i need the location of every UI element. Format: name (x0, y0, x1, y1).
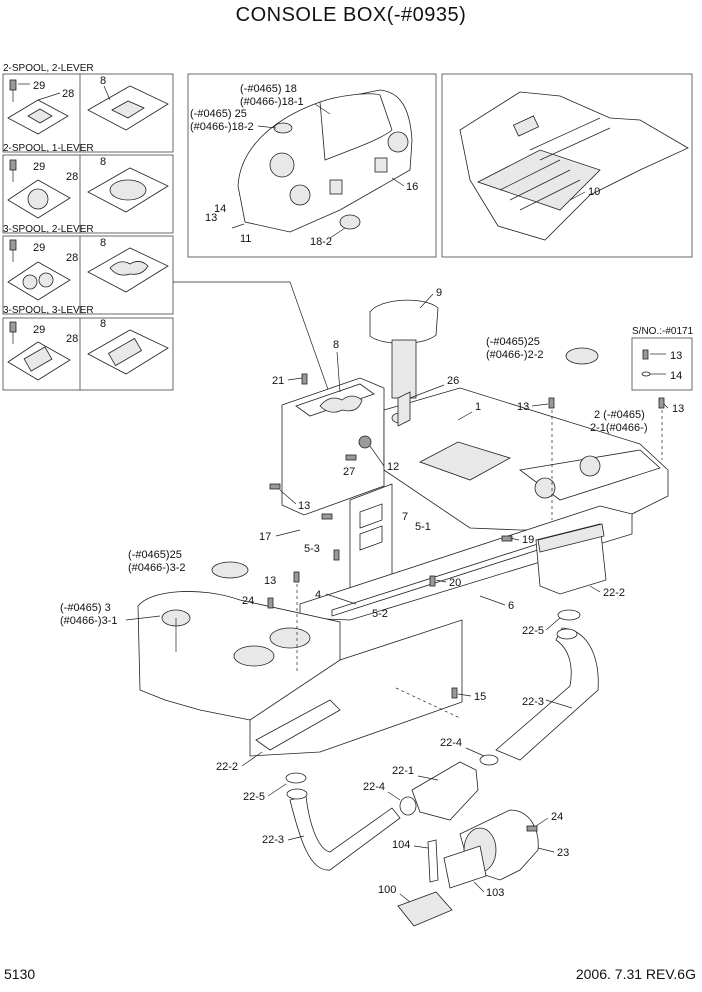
callout-5-1: 5-1 (415, 521, 431, 533)
callout-13: 13 (672, 403, 684, 415)
callout-29: 29 (33, 80, 45, 92)
callout-20: 20 (449, 577, 461, 589)
callout-19: 19 (522, 534, 534, 546)
callout-22-4: 22-4 (363, 781, 385, 793)
callout-28: 28 (66, 333, 78, 345)
callout-5-2: 5-2 (372, 608, 388, 620)
callout-29: 29 (33, 242, 45, 254)
callout-5-3: 5-3 (304, 543, 320, 555)
callout-29: 29 (33, 324, 45, 336)
callout-22-5-right: 22-5 (522, 625, 544, 637)
callout-3: (-#0465) 3 (60, 602, 111, 614)
callout-29: 29 (33, 161, 45, 173)
callout-9: 9 (436, 287, 442, 299)
callout-22-3-right: 22-3 (522, 696, 544, 708)
main-assembly (137, 299, 669, 927)
callout-28: 28 (66, 171, 78, 183)
callout-13: 13 (298, 500, 310, 512)
callout-2-2: (#0466-)2-2 (486, 349, 543, 361)
callout-21: 21 (272, 375, 284, 387)
mat-inset: 10 (441, 73, 693, 258)
variant-panel-3: 3-SPOOL, 2-LEVER 29 28 8 (2, 224, 174, 315)
callout-11: 11 (240, 233, 251, 245)
callout-12: 12 (387, 461, 399, 473)
callout-3-2: (#0466-)3-2 (128, 562, 185, 574)
sn-box: S/NO.:-#0171 13 14 (631, 326, 694, 391)
variant-header: 2-SPOOL, 1-LEVER (3, 143, 94, 154)
callout-22-3-left: 22-3 (262, 834, 284, 846)
callout-2: 2 (-#0465) (594, 409, 645, 421)
callout-28: 28 (66, 252, 78, 264)
variant-header: 2-SPOOL, 2-LEVER (3, 63, 94, 74)
callout-13: 13 (205, 212, 217, 224)
callout-22-5-left: 22-5 (243, 791, 265, 803)
callout-26: 26 (447, 375, 459, 387)
callout-22-2-left: 22-2 (216, 761, 238, 773)
callout-14: 14 (670, 370, 682, 382)
callout-1: 1 (475, 401, 481, 413)
callout-14: 14 (214, 203, 226, 215)
callout-25-right: (-#0465)25 (486, 336, 540, 348)
dash-inset: (-#0465) 18 (#0466-)18-1 (-#0465) 25 (#0… (187, 73, 437, 258)
callout-15: 15 (474, 691, 486, 703)
callout-28: 28 (62, 88, 74, 100)
callout-6: 6 (508, 600, 514, 612)
vent-25-right (565, 347, 599, 365)
callout-100: 100 (378, 884, 396, 896)
callout-18: (-#0465) 18 (240, 83, 297, 95)
armrest-pad-9 (369, 299, 439, 344)
callout-13: 13 (670, 350, 682, 362)
variant-header: 3-SPOOL, 3-LEVER (3, 305, 94, 316)
callout-23: 23 (557, 847, 569, 859)
callout-24: 24 (551, 811, 563, 823)
callout-13: 13 (517, 401, 529, 413)
callout-8: 8 (100, 237, 106, 249)
callout-18-2a: (#0466-)18-2 (190, 121, 254, 133)
callout-25-left: (-#0465)25 (128, 549, 182, 561)
callout-18-2b: 18-2 (310, 236, 332, 248)
variant-panel-4: 3-SPOOL, 3-LEVER 29 28 8 (2, 305, 174, 391)
callout-8: 8 (100, 156, 106, 168)
callout-8: 8 (100, 318, 106, 330)
callout-10: 10 (588, 186, 600, 198)
variant-panel-1: 2-SPOOL, 2-LEVER 29 28 8 (2, 63, 174, 153)
vent-25-left (211, 561, 249, 579)
callout-17: 17 (259, 531, 271, 543)
callout-24: 24 (242, 595, 254, 607)
callout-22-2-right: 22-2 (603, 587, 625, 599)
variant-header: 3-SPOOL, 2-LEVER (3, 224, 94, 235)
callout-13: 13 (264, 575, 276, 587)
callout-104: 104 (392, 839, 410, 851)
callout-2-1: 2-1(#0466-) (590, 422, 647, 434)
variant-panel-2: 2-SPOOL, 1-LEVER 29 28 8 (2, 143, 174, 234)
main-callouts: 9 8 (-#0465)25 (#0466-)2-2 21 26 1 13 2 … (60, 287, 684, 903)
callout-3-1: (#0466-)3-1 (60, 615, 117, 627)
callout-8: 8 (100, 75, 106, 87)
page-title: CONSOLE BOX(-#0935) (235, 4, 467, 26)
callout-22-4: 22-4 (440, 737, 462, 749)
sn-header: S/NO.:-#0171 (632, 326, 694, 337)
callout-8: 8 (333, 339, 339, 351)
page-number: 5130 (4, 966, 36, 982)
callout-25: (-#0465) 25 (190, 108, 247, 120)
callout-7: 7 (402, 511, 408, 523)
callout-4: 4 (315, 589, 321, 601)
callout-103: 103 (486, 887, 504, 899)
footer-date-revision: 2006. 7.31 REV.6G (575, 966, 696, 982)
callout-22-1: 22-1 (392, 765, 414, 777)
callout-16: 16 (406, 181, 418, 193)
callout-27: 27 (343, 466, 355, 478)
callout-18-1: (#0466-)18-1 (240, 96, 304, 108)
